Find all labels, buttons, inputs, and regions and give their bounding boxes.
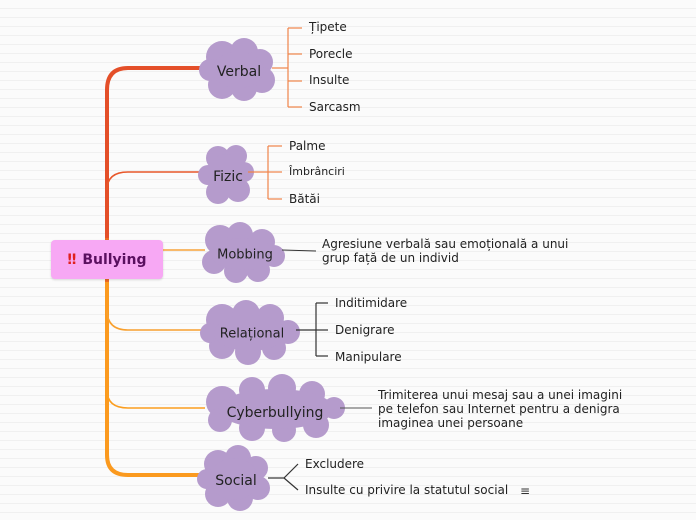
note-mobbing[interactable]: Agresiune verbală sau emoțională a unui … (322, 237, 569, 265)
branch-connector-fizic (106, 171, 205, 191)
verbal-children-connector (272, 27, 302, 108)
note-cyberbullying[interactable]: Trimiterea unui mesaj sau a unei imagini… (378, 388, 623, 430)
notes-icon[interactable]: ≡ (520, 484, 531, 498)
cloud-cyberbullying[interactable] (206, 374, 345, 442)
double-exclamation-icon: ‼ (67, 251, 77, 268)
cloud-verbal[interactable] (199, 38, 275, 101)
cloud-social[interactable] (197, 445, 270, 511)
leaf-batai[interactable]: Bătăi (289, 192, 320, 206)
branch-label-cyberbullying[interactable]: Cyberbullying (226, 405, 324, 421)
leaf-palme[interactable]: Palme (289, 139, 326, 153)
branch-label-mobbing[interactable]: Mobbing (217, 247, 273, 263)
social-children-connector (268, 463, 299, 491)
cloud-relational[interactable] (200, 300, 300, 365)
leaf-sarcasm[interactable]: Sarcasm (309, 100, 361, 114)
leaf-tipete[interactable]: Țipete (309, 20, 347, 34)
leaf-insulte-statut-social[interactable]: Insulte cu privire la statutul social (305, 483, 509, 497)
relational-children-connector (296, 302, 328, 357)
trunk-connector-lower (105, 278, 207, 477)
branch-label-relational[interactable]: Relațional (219, 326, 285, 342)
cloud-fizic[interactable] (198, 145, 254, 204)
root-node-bullying[interactable]: ‼ Bullying (51, 240, 163, 279)
root-label: Bullying (82, 251, 147, 268)
branch-label-social[interactable]: Social (215, 473, 257, 489)
leaf-excludere[interactable]: Excludere (305, 457, 365, 471)
branch-connector-relational (106, 309, 205, 331)
leaf-manipulare[interactable]: Manipulare (335, 350, 402, 364)
cloud-mobbing[interactable] (202, 222, 285, 283)
fizic-children-connector (248, 145, 282, 200)
mobbing-note-connector (281, 249, 317, 252)
trunk-connector (105, 66, 207, 242)
branch-label-verbal[interactable]: Verbal (216, 64, 262, 80)
leaf-denigrare[interactable]: Denigrare (335, 323, 395, 337)
leaf-inditimidare[interactable]: Inditimidare (335, 296, 408, 310)
leaf-insulte[interactable]: Insulte (309, 73, 350, 87)
branch-label-fizic[interactable]: Fizic (213, 169, 243, 185)
leaf-imbranciri[interactable]: Îmbrânciri (289, 165, 345, 178)
branch-connector-cyberbullying (106, 389, 205, 409)
leaf-porecle[interactable]: Porecle (309, 47, 353, 61)
